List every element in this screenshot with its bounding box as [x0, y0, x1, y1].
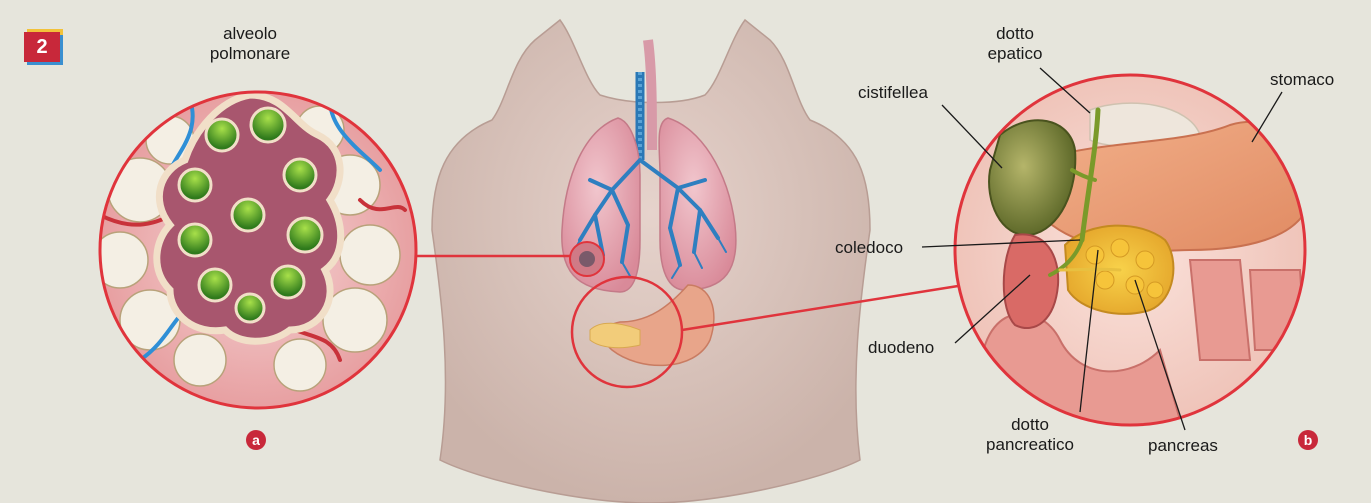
label-alveolo-line1: alveolo [190, 24, 310, 44]
label-alveolo-line2: polmonare [190, 44, 310, 64]
badge-b: b [1298, 430, 1318, 450]
label-duodeno: duodeno [868, 338, 934, 358]
label-stomaco: stomaco [1270, 70, 1334, 90]
label-dotto-pancreatico: dotto pancreatico [965, 415, 1095, 455]
label-dotto-pancreatico-line1: dotto [965, 415, 1095, 435]
label-dotto-epatico-line1: dotto [960, 24, 1070, 44]
zoom-circle-digestive [955, 75, 1312, 436]
label-alveolo-polmonare: alveolo polmonare [190, 24, 310, 64]
badge-a: a [246, 430, 266, 450]
label-dotto-epatico-line2: epatico [960, 44, 1070, 64]
label-pancreas: pancreas [1148, 436, 1218, 456]
label-cistifellea: cistifellea [858, 83, 928, 103]
label-dotto-epatico: dotto epatico [960, 24, 1070, 64]
zoom-circle-alveolus [92, 92, 416, 408]
label-coledoco: coledoco [835, 238, 903, 258]
alveoli-cluster-small [579, 251, 595, 267]
label-dotto-pancreatico-line2: pancreatico [965, 435, 1095, 455]
